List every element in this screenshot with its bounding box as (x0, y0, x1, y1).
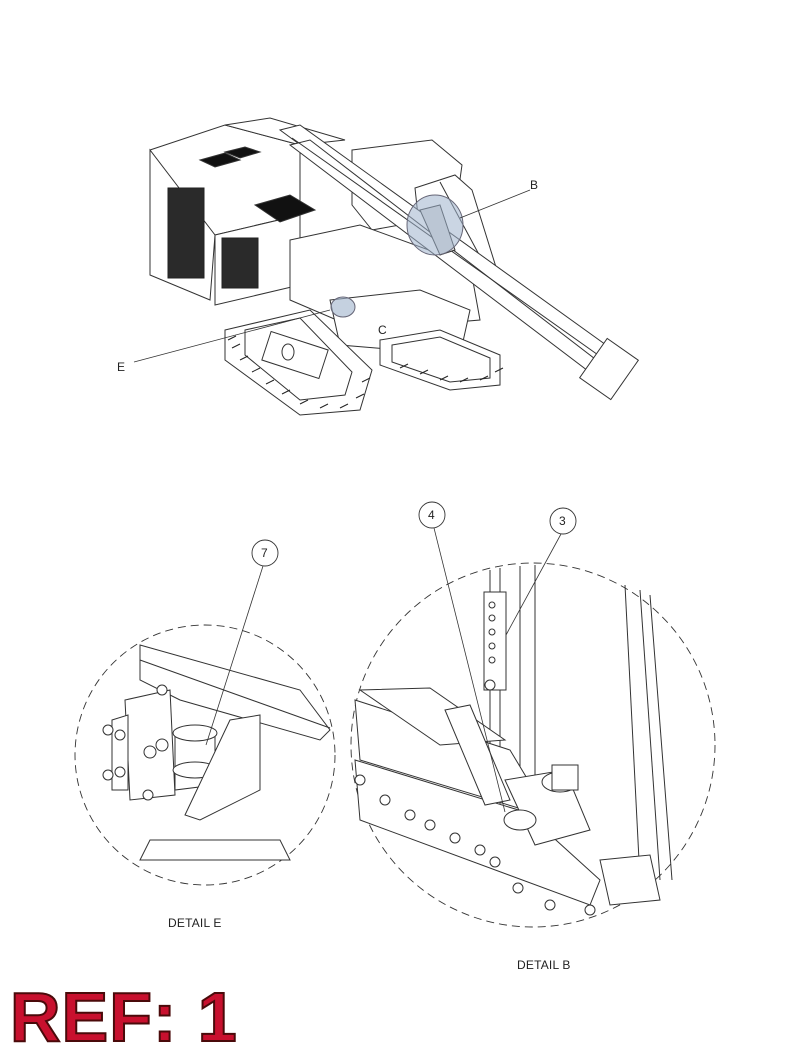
callout-4: 4 (428, 508, 435, 522)
callout-7-circle (251, 539, 279, 567)
callout-3-circle (549, 507, 577, 535)
callout-e: E (117, 360, 125, 374)
detail-e-boundary (74, 624, 336, 886)
side-grille (221, 237, 259, 289)
detail-b-highlight (406, 194, 464, 256)
callout-7: 7 (261, 546, 268, 560)
callout-4-leader (433, 527, 506, 813)
callout-b: B (530, 178, 538, 192)
callout-7-leader (205, 565, 264, 746)
detail-b-view: 4 3 (350, 501, 716, 928)
main-view-leaders (133, 189, 531, 363)
callout-c: C (378, 323, 387, 337)
detail-b-parts (354, 565, 673, 916)
detail-e-title: DETAIL E (168, 916, 222, 930)
ref-label: REF: 1 (9, 978, 238, 1056)
callout-3-leader (505, 533, 562, 636)
drill-rig-illustration (149, 117, 640, 416)
detail-b-boundary (350, 562, 716, 928)
callout-4-circle (418, 501, 446, 529)
detail-b-title: DETAIL B (517, 958, 571, 972)
callout-3: 3 (559, 514, 566, 528)
detail-e-highlight (330, 296, 356, 318)
radiator-grille (167, 187, 205, 279)
detail-e-view: 7 (74, 539, 336, 886)
detail-e-parts (102, 644, 331, 861)
